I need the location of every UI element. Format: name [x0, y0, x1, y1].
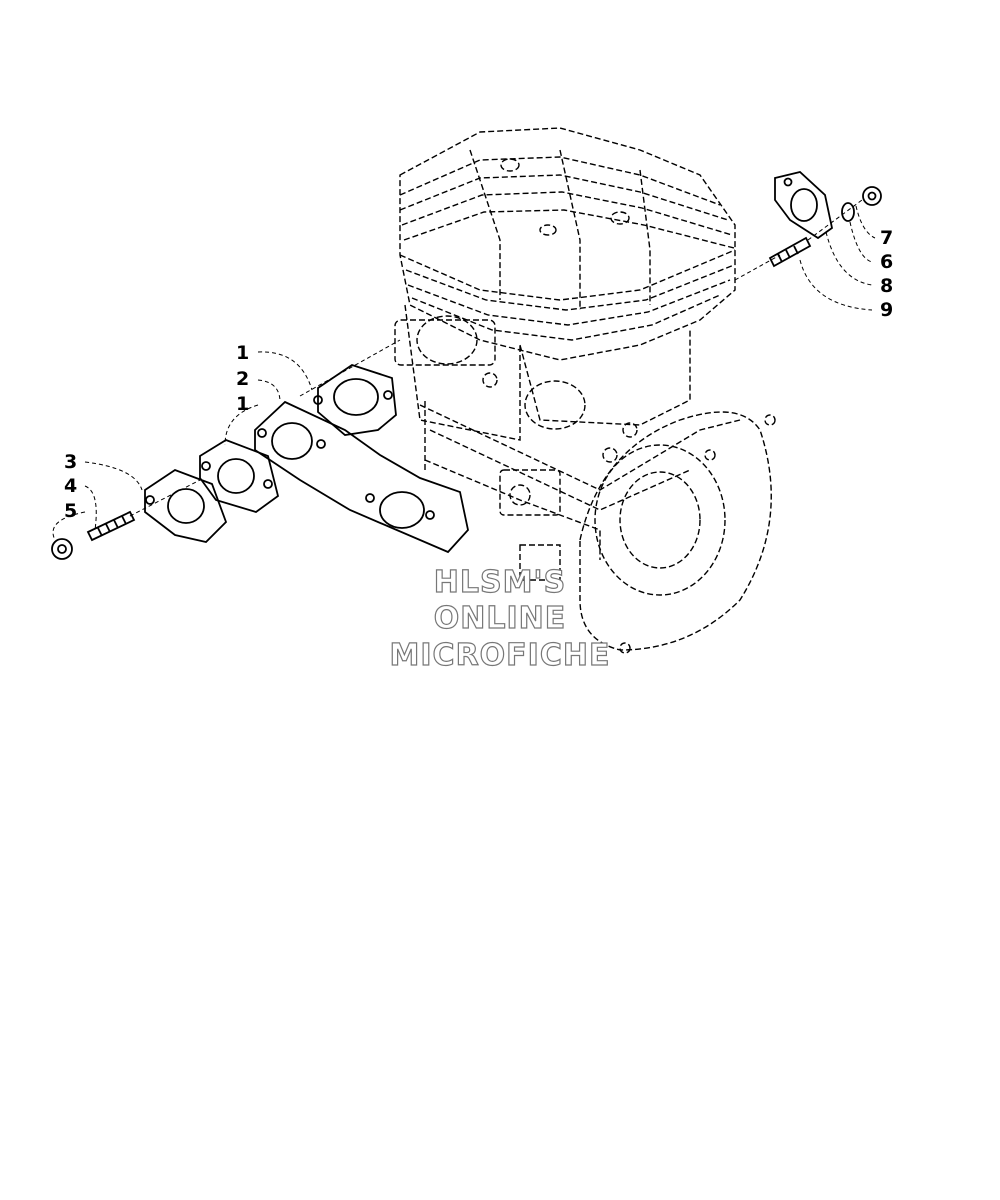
part-7-right-nut	[862, 186, 882, 206]
part-1-lower-gasket	[199, 439, 280, 513]
part-8-right-flange	[774, 171, 834, 240]
leader-lines	[52, 199, 876, 541]
watermark-line-2: ONLINE	[433, 600, 567, 636]
callout-4: 4	[64, 475, 78, 497]
callout-5: 5	[64, 500, 78, 522]
callout-9: 9	[880, 299, 894, 321]
part-2-manifold-plate	[254, 400, 469, 554]
watermark-line-1: HLSM'S	[433, 564, 567, 600]
callout-6: 6	[880, 251, 894, 273]
part-1-upper-gasket	[313, 364, 397, 436]
part-3-flange	[144, 468, 228, 543]
callout-2: 2	[236, 368, 250, 390]
part-9-right-stud	[768, 236, 812, 268]
engine-block	[394, 127, 776, 654]
callout-7: 7	[880, 227, 894, 249]
callout-3: 3	[64, 451, 78, 473]
watermark-line-3: MICROFICHE	[389, 637, 611, 673]
callout-1-upper: 1	[236, 342, 250, 364]
part-5-nut	[51, 538, 73, 560]
part-4-stud	[86, 510, 136, 542]
callout-1-lower: 1	[236, 393, 250, 415]
callout-8: 8	[880, 275, 894, 297]
part-6-washer	[841, 202, 855, 222]
